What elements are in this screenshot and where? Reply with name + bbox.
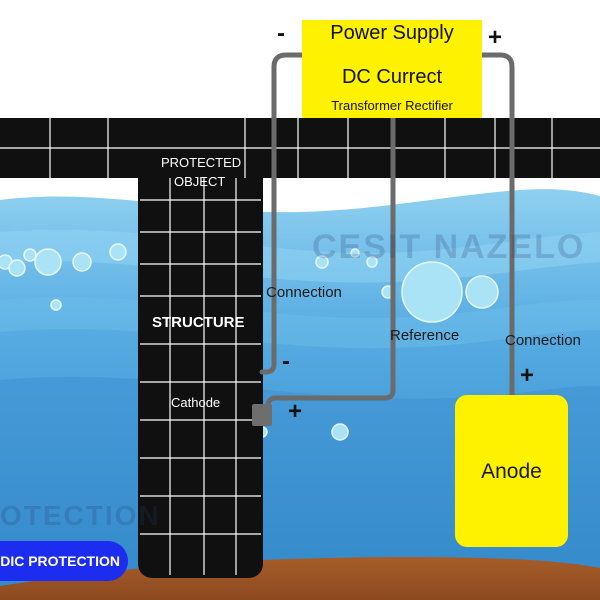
badge-label: DIC PROTECTION [0,553,120,569]
anode-box [455,395,568,547]
reference-wire [265,112,396,415]
anode-label: Anode [481,460,542,483]
cathode-negative-sign: - [282,348,290,375]
reference-electrode [252,404,272,426]
watermark: CESIT NAZELO [312,228,586,266]
positive-connection-wire [479,52,515,401]
negative-connection-wire [259,52,309,375]
watermark-small: OTECTION [0,500,161,531]
power-supply-current: DC Currect [341,66,442,88]
connection-label-right: Connection [505,332,581,349]
power-supply-box [302,20,482,118]
anode-positive-sign: + [520,362,535,389]
protected-object-label-line2: OBJECT [174,174,226,189]
structure-pillar [138,158,263,578]
cathode-label: Cathode [171,395,221,410]
reference-label: Reference [390,327,460,344]
protected-object-deck [0,118,600,178]
power-supply-subtitle: Transformer Rectifier [331,98,453,113]
bubbles-right [225,248,499,530]
bubbles-left [0,243,127,311]
structure-label: STRUCTURE [152,314,245,331]
wires [259,52,515,415]
power-supply-negative-terminal: - [277,20,285,47]
power-supply-positive-terminal: + [488,24,503,51]
cathodic-protection-badge: DIC PROTECTION [0,541,128,581]
power-supply-title: Power Supply [330,22,454,44]
protected-object-label-line1: PROTECTED [161,155,242,170]
connection-label-left: Connection [266,284,342,301]
reference-positive-sign: + [288,398,303,425]
